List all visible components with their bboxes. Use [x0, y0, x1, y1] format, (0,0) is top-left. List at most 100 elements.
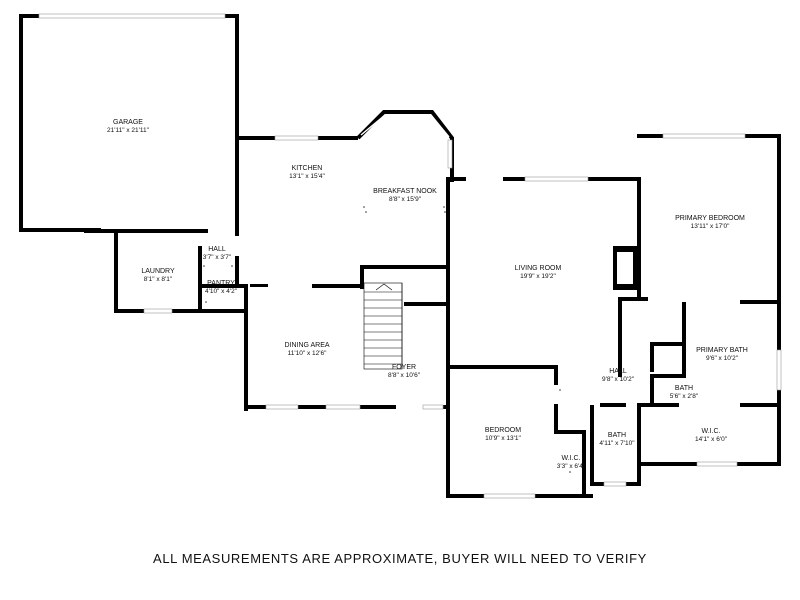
wall [244, 405, 266, 409]
room-name-hall: HALL [208, 246, 226, 253]
wall [446, 365, 558, 369]
wall [650, 374, 686, 378]
wall [360, 265, 364, 289]
wall [225, 14, 239, 18]
window [325, 404, 361, 410]
wall [446, 177, 450, 408]
room-dims-bath: 4'11" x 7'10" [599, 440, 635, 447]
room-dims-foyer: 8'8" x 10'6" [388, 372, 421, 379]
room-name-primary-bath: PRIMARY BATH [696, 347, 748, 354]
room-dims-bedroom: 10'9" x 13'1" [485, 435, 521, 442]
wall [114, 309, 144, 313]
wall [582, 430, 586, 496]
wall [312, 284, 362, 288]
wall [19, 228, 101, 232]
wall [250, 284, 268, 287]
room-name-hall-2: HALL [609, 368, 627, 375]
room-dims-wic-bedroom: 3'3" x 6'4" [557, 463, 586, 470]
windows [38, 13, 782, 499]
wall [19, 14, 23, 231]
room-dims-breakfast-nook: 8'8" x 15'9" [389, 196, 422, 203]
walls [19, 14, 781, 498]
wall [360, 265, 450, 269]
wall [554, 430, 586, 434]
room-name-bedroom: BEDROOM [485, 427, 521, 434]
wall [590, 405, 594, 485]
wall [637, 177, 641, 297]
room-name-dining-area: DINING AREA [284, 342, 329, 349]
window [483, 493, 536, 499]
window [447, 139, 453, 169]
wall [535, 494, 593, 498]
wall [235, 136, 275, 140]
bay-window [356, 110, 454, 182]
room-name-bath: BATH [608, 432, 626, 439]
wall [740, 300, 780, 304]
wall [404, 302, 450, 306]
wall [637, 462, 641, 486]
wall [618, 297, 622, 377]
room-labels: GARAGE 21'11" x 21'11" KITCHEN 13'1" x 1… [107, 119, 748, 470]
wall [114, 229, 118, 313]
wall [554, 404, 558, 434]
wall [650, 342, 684, 346]
room-dims-wic-primary: 14'1" x 6'0" [695, 436, 728, 443]
window [422, 404, 444, 410]
room-name-foyer: FOYER [392, 364, 416, 371]
window [265, 404, 299, 410]
window [524, 176, 589, 182]
door-markers [203, 206, 571, 473]
bay-glass [360, 114, 450, 138]
wall [172, 309, 204, 313]
room-dims-pantry: 4'10" x 4'2" [205, 288, 238, 295]
wall [235, 14, 239, 236]
room-name-breakfast-nook: BREAKFAST NOOK [373, 188, 437, 195]
room-dims-hall: 3'7" x 3'7" [203, 254, 232, 261]
room-dims-hall-2: 9'8" x 10'2" [602, 376, 635, 383]
wall [740, 403, 780, 407]
wall [360, 405, 396, 409]
window [143, 308, 173, 314]
wall [637, 403, 641, 467]
room-dims-garage: 21'11" x 21'11" [107, 127, 150, 134]
room-name-wic-primary: W.I.C. [701, 428, 720, 435]
room-name-laundry: LAUNDRY [141, 268, 175, 275]
room-dims-laundry: 8'1" x 8'1" [144, 276, 173, 283]
wall [650, 342, 654, 372]
staircase [363, 282, 403, 370]
window [274, 135, 319, 141]
wall [84, 229, 114, 233]
room-dims-dining-area: 11'10" x 12'6" [288, 350, 327, 357]
wall [618, 297, 648, 301]
wall [198, 309, 248, 313]
room-name-kitchen: KITCHEN [292, 165, 323, 172]
wall [637, 462, 697, 466]
wall [737, 462, 781, 466]
wall [19, 14, 39, 18]
wall [503, 177, 525, 181]
window [603, 481, 627, 487]
wall [114, 229, 208, 233]
wall [600, 403, 626, 407]
wall [298, 405, 326, 409]
room-dims-kitchen: 13'1" x 15'4" [289, 173, 325, 180]
wall [650, 374, 654, 406]
wall [446, 494, 484, 498]
wall [588, 177, 640, 181]
window [38, 13, 226, 19]
room-dims-primary-bedroom: 13'11" x 17'0" [691, 223, 730, 230]
wall [745, 134, 781, 138]
fireplace-inner [617, 252, 633, 284]
wall [682, 302, 686, 374]
room-dims-primary-bath: 9'6" x 10'2" [706, 355, 739, 362]
room-name-pantry: PANTRY [207, 280, 235, 287]
wall [637, 403, 679, 407]
room-name-garage: GARAGE [113, 119, 143, 126]
measurement-disclaimer: ALL MEASUREMENTS ARE APPROXIMATE, BUYER … [153, 551, 647, 566]
wall [446, 365, 450, 498]
wall [446, 177, 466, 181]
room-name-bath-small: BATH [675, 385, 693, 392]
room-name-primary-bedroom: PRIMARY BEDROOM [675, 215, 745, 222]
wall [244, 285, 248, 411]
